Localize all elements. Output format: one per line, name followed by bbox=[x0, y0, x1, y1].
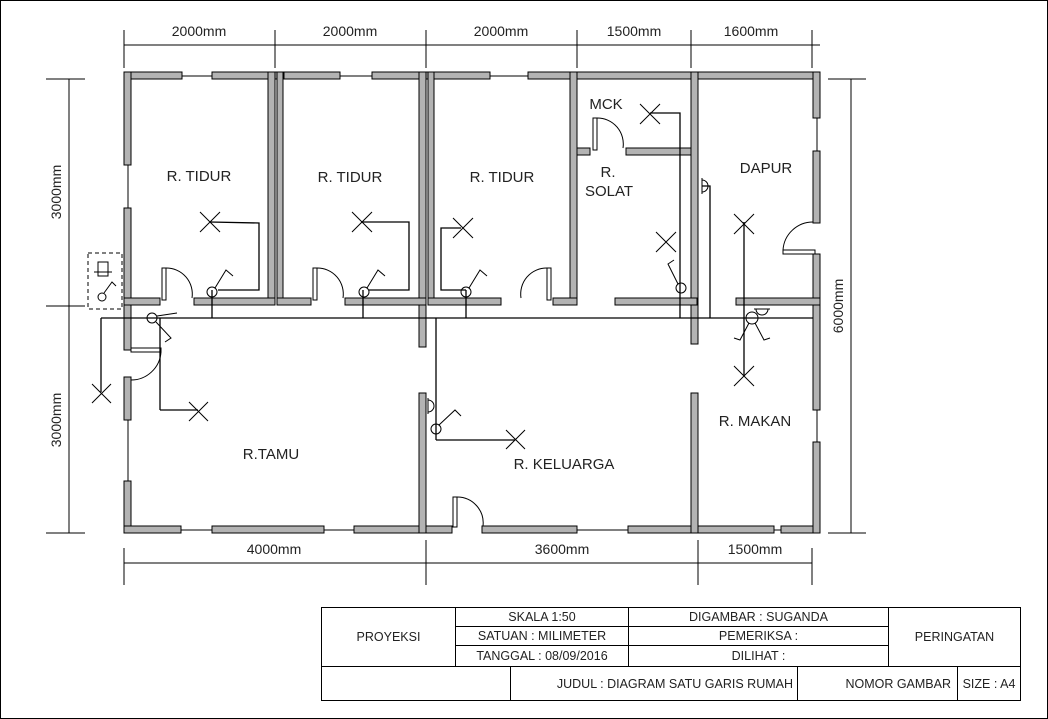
room-label-solat-2: SOLAT bbox=[585, 183, 633, 200]
dilihat-label: DILIHAT : bbox=[731, 649, 786, 663]
room-label-tidur-3: R. TIDUR bbox=[470, 169, 535, 186]
room-label-makan: R. MAKAN bbox=[719, 413, 792, 430]
dim-bottom-1: 4000mm bbox=[247, 541, 301, 557]
room-label-mck: MCK bbox=[589, 96, 622, 113]
digambar-cell: DIGAMBAR : SUGANDA bbox=[629, 608, 889, 627]
walls bbox=[123, 71, 821, 534]
dim-left-1: 3000mm bbox=[48, 165, 64, 219]
room-label-tidur-1: R. TIDUR bbox=[167, 168, 232, 185]
dim-top-3: 2000mm bbox=[474, 23, 528, 39]
nomor-gambar-label: NOMOR GAMBAR bbox=[845, 676, 951, 691]
dim-right-1: 6000mm bbox=[830, 279, 846, 333]
meter-panel-icon bbox=[87, 252, 123, 310]
room-label-solat-1: R. bbox=[601, 164, 616, 181]
title-block: PROYEKSI SKALA 1:50 SATUAN : MILIMETER T… bbox=[321, 607, 1021, 701]
lamp-icons bbox=[91, 103, 755, 450]
dilihat-cell: DILIHAT : bbox=[629, 646, 889, 666]
wiring bbox=[100, 112, 813, 441]
doors bbox=[130, 117, 816, 528]
pemeriksa-label: PEMERIKSA : bbox=[718, 629, 799, 643]
skala-cell: SKALA 1:50 bbox=[456, 608, 629, 627]
room-label-keluarga: R. KELUARGA bbox=[514, 456, 615, 473]
dim-top-5: 1600mm bbox=[724, 23, 778, 39]
room-label-tidur-2: R. TIDUR bbox=[318, 169, 383, 186]
proyeksi-label: PROYEKSI bbox=[356, 630, 421, 644]
skala-label: SKALA 1:50 bbox=[508, 610, 576, 624]
windows bbox=[127, 75, 818, 531]
peringatan-label: PERINGATAN bbox=[914, 630, 995, 644]
judul-cell: JUDUL : DIAGRAM SATU GARIS RUMAH bbox=[511, 666, 798, 700]
judul-label: JUDUL : DIAGRAM SATU GARIS RUMAH bbox=[556, 676, 793, 691]
tanggal-cell: TANGGAL : 08/09/2016 bbox=[456, 646, 629, 666]
size-label: SIZE : A4 bbox=[962, 676, 1016, 691]
digambar-label: DIGAMBAR : SUGANDA bbox=[689, 610, 828, 624]
dimension-lines bbox=[46, 30, 866, 585]
blank-cell bbox=[322, 666, 511, 700]
size-cell: SIZE : A4 bbox=[958, 666, 1020, 700]
dim-bottom-3: 1500mm bbox=[728, 541, 782, 557]
switch-icons bbox=[146, 178, 771, 435]
satuan-cell: SATUAN : MILIMETER bbox=[456, 627, 629, 646]
proyeksi-cell: PROYEKSI bbox=[322, 608, 456, 666]
nomor-gambar-cell: NOMOR GAMBAR bbox=[798, 666, 958, 700]
dim-top-4: 1500mm bbox=[607, 23, 661, 39]
dim-top-2: 2000mm bbox=[323, 23, 377, 39]
room-label-dapur: DAPUR bbox=[740, 160, 793, 177]
satuan-label: SATUAN : MILIMETER bbox=[477, 629, 607, 643]
peringatan-cell: PERINGATAN bbox=[889, 608, 1020, 666]
dim-top-1: 2000mm bbox=[172, 23, 226, 39]
dim-bottom-2: 3600mm bbox=[535, 541, 589, 557]
tanggal-label: TANGGAL : 08/09/2016 bbox=[476, 649, 608, 663]
dim-left-2: 3000mm bbox=[48, 393, 64, 447]
room-label-tamu: R.TAMU bbox=[243, 446, 299, 463]
pemeriksa-cell: PEMERIKSA : bbox=[629, 627, 889, 646]
